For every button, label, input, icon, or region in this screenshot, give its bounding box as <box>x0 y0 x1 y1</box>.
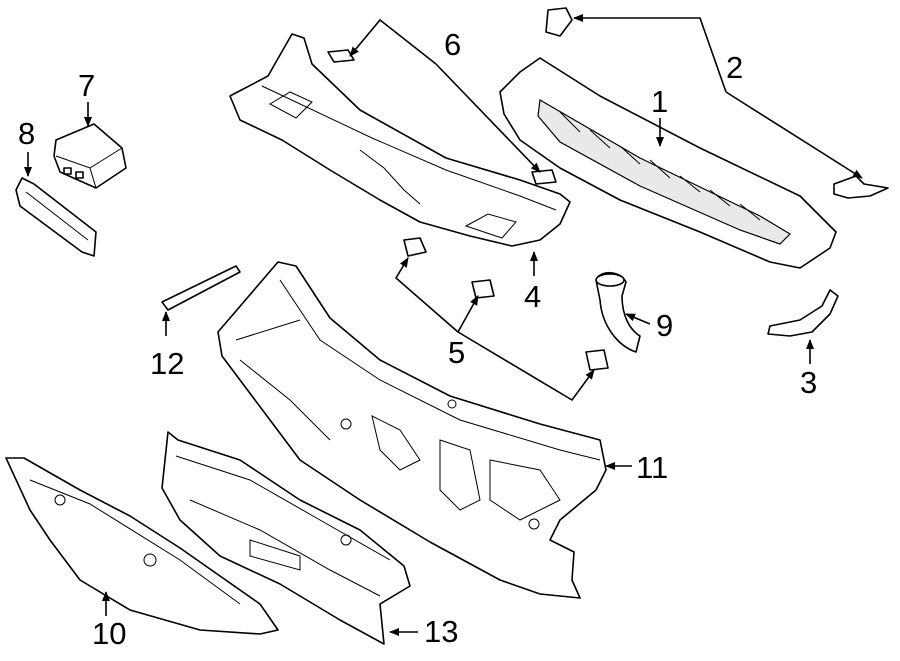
part-10-insulator <box>5 457 279 635</box>
callout-12: 12 <box>150 346 184 381</box>
callout-4: 4 <box>524 279 541 314</box>
callout-8: 8 <box>18 116 35 151</box>
leader-5a <box>394 257 459 333</box>
callout-6: 6 <box>444 27 461 62</box>
part-3-bracket <box>767 289 839 337</box>
part-11-dash-panel <box>217 261 607 599</box>
leader-6a <box>349 18 437 65</box>
part-5-clips <box>403 237 609 371</box>
part-7-module <box>53 123 127 189</box>
callout-9: 9 <box>656 308 673 343</box>
part-12-seal-strip <box>161 265 241 311</box>
callout-labels: 1 2 3 4 5 6 7 8 9 10 11 12 13 <box>18 27 817 651</box>
leader-2b <box>725 91 863 179</box>
callout-10: 10 <box>92 616 126 651</box>
part-6-cowl-panel <box>229 33 571 247</box>
part-1-cowl-grille <box>499 57 837 269</box>
part-9-hose <box>595 271 641 353</box>
callout-7: 7 <box>78 68 95 103</box>
leader-2a <box>573 14 727 93</box>
leader-5b <box>457 295 479 333</box>
part-8-trim-strip <box>15 177 97 257</box>
callout-2: 2 <box>726 50 743 85</box>
leader-9 <box>625 313 651 325</box>
callout-13: 13 <box>424 614 458 649</box>
part-6-clips <box>327 49 557 185</box>
callout-3: 3 <box>800 365 817 400</box>
leader-6b <box>435 63 541 173</box>
callout-5: 5 <box>448 335 465 370</box>
callout-11: 11 <box>636 450 668 485</box>
leader-5c <box>457 331 595 402</box>
callout-1: 1 <box>651 84 668 119</box>
leader-lines <box>24 14 863 636</box>
part-13-insulator <box>161 431 411 645</box>
